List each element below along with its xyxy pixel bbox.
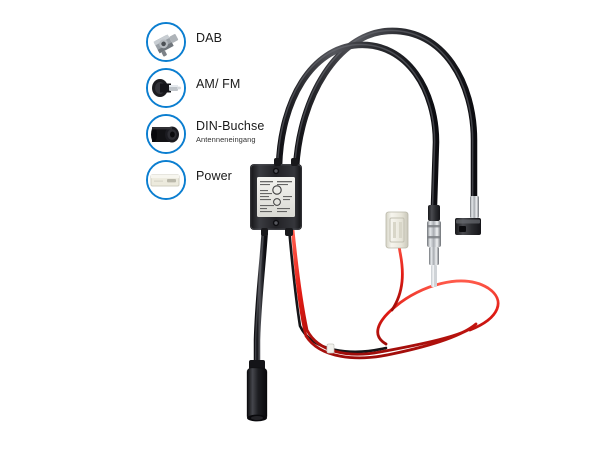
dab-angled-plug-graphic (455, 196, 481, 235)
splitter-module-graphic (250, 158, 302, 236)
power-wire-red-loop-lower (291, 234, 478, 360)
legend-item-dab: DAB (146, 22, 286, 68)
am-fm-plug-icon (146, 68, 186, 108)
legend-label-power: Power (196, 169, 232, 183)
legend-sublabel-din-buchse: Antenneneingang (196, 135, 256, 144)
legend-item-am-fm: AM/ FM (146, 68, 286, 114)
cable-tie (326, 343, 335, 354)
legend-item-power: Power (146, 160, 286, 206)
legend-label-dab: DAB (196, 31, 223, 45)
power-wire-red-return (376, 279, 500, 346)
dab-connector-icon (146, 22, 186, 62)
din-male-plug-graphic (427, 205, 441, 287)
power-wire-red-to-connector (390, 238, 404, 312)
power-connector-icon (146, 160, 186, 200)
din-input-cable-path (253, 224, 269, 370)
legend-item-din-buchse: DIN-Buchse Antenneneingang (146, 114, 286, 160)
din-female-socket-graphic (246, 360, 268, 422)
legend-label-am-fm: AM/ FM (196, 77, 241, 91)
connector-legend: DAB AM/ FM (146, 22, 286, 206)
legend-label-din-buchse: DIN-Buchse (196, 119, 265, 133)
power-wire-black-path (287, 226, 388, 353)
din-socket-icon (146, 114, 186, 154)
module-printed-label (257, 177, 295, 217)
power-white-connector-graphic (385, 211, 409, 249)
